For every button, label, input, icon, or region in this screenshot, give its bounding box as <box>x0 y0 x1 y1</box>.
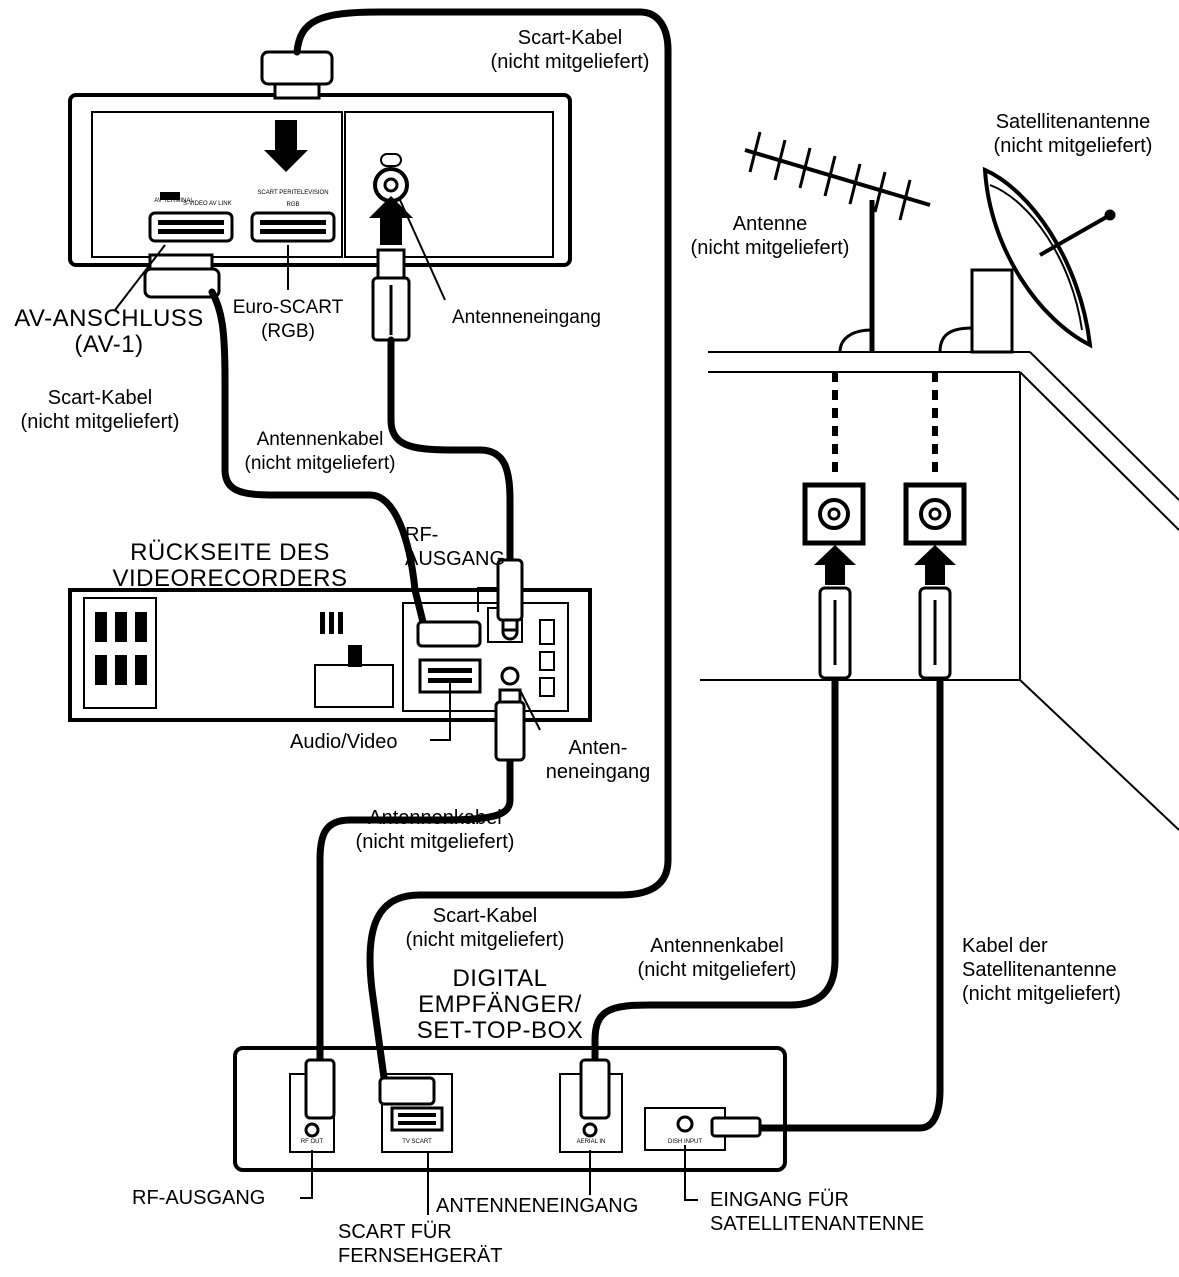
wall-sockets <box>802 482 967 546</box>
label-scart-left: Scart-Kabel (nicht mitgeliefert) <box>20 387 180 433</box>
label-av-anschluss: AV-ANSCHLUSS (AV-1) <box>14 305 204 358</box>
label-antennenkabel-2: Antennenkabel (nicht mitgeliefert) <box>355 807 515 853</box>
panel-av-terminal: AV TERMINAL <box>154 198 194 204</box>
label-audio-video: Audio/Video <box>290 731 398 753</box>
label-scart-tv: SCART FÜR FERNSEHGERÄT <box>338 1221 503 1267</box>
cables <box>208 8 944 1132</box>
stb-plugs <box>304 1058 762 1138</box>
wall-socket-arrows <box>814 545 956 585</box>
tv-rear-panel <box>68 93 572 267</box>
scart-plug-top <box>260 50 334 100</box>
label-digital-receiver: DIGITAL EMPFÄNGER/ SET-TOP-BOX <box>416 965 584 1044</box>
label-vcr-back: RÜCKSEITE DES VIDEORECORDERS <box>112 539 348 592</box>
label-antenna: Antenne (nicht mitgeliefert) <box>690 213 850 259</box>
label-rf-ausgang-stb: RF-AUSGANG <box>132 1187 266 1209</box>
rf-plug-vcr-out <box>496 558 524 632</box>
scart-arrow-icon <box>264 120 308 172</box>
label-scart-bottom: Scart-Kabel (nicht mitgeliefert) <box>405 905 565 951</box>
label-antenneneingang-vcr: Anten- neneingang <box>545 737 651 783</box>
wall-plugs <box>818 586 952 680</box>
antenna-icon <box>744 131 931 353</box>
label-antennenkabel-1: Antennenkabel (nicht mitgeliefert) <box>244 429 396 474</box>
panel-av-terminal-sub: S-VIDEO AV LINK <box>183 201 232 207</box>
label-scart-top: Scart-Kabel (nicht mitgeliefert) <box>490 27 650 73</box>
satellite-dish-icon <box>938 166 1116 354</box>
antenna-arrow-icon <box>369 196 413 245</box>
label-euro-scart: Euro-SCART (RGB) <box>232 297 344 342</box>
leader-lines <box>114 199 698 1215</box>
wall-feed-dotted <box>832 372 938 480</box>
rf-plug-vcr-in <box>494 688 526 762</box>
panel-scart-peritelevision: SCART PERITELEVISION <box>257 190 329 196</box>
label-rf-ausgang-vcr: RF- AUSGANG <box>405 524 506 570</box>
panel-rgb: RGB <box>286 202 300 208</box>
rf-plug-tv <box>371 248 411 342</box>
scart-plug-av <box>143 253 221 299</box>
label-antenneneingang-stb: ANTENNENEINGANG <box>436 1195 639 1217</box>
label-antennenkabel-3: Antennenkabel (nicht mitgeliefert) <box>637 935 797 981</box>
label-satellite-antenna: Satellitenantenne (nicht mitgeliefert) <box>993 111 1153 157</box>
label-antenneneingang-tv: Antenneneingang <box>452 307 601 328</box>
panel-dish-input: DISH INPUT <box>667 1139 702 1145</box>
label-sat-cable: Kabel der Satellitenantenne (nicht mitge… <box>962 935 1121 1005</box>
panel-tv-scart: TV SCART <box>402 1139 432 1145</box>
label-sat-input: EINGANG FÜR SATELLITENANTENNE <box>710 1189 925 1235</box>
vcr-vents <box>95 612 472 685</box>
panel-aerial-in: AERIAL IN <box>576 1139 606 1145</box>
stb-scart-holes <box>398 1113 436 1125</box>
panel-rf-out: RF OUT <box>300 1139 324 1145</box>
scart-plug-vcr <box>416 620 482 648</box>
tv-scart-holes <box>158 192 326 234</box>
house-outline <box>700 351 1179 831</box>
